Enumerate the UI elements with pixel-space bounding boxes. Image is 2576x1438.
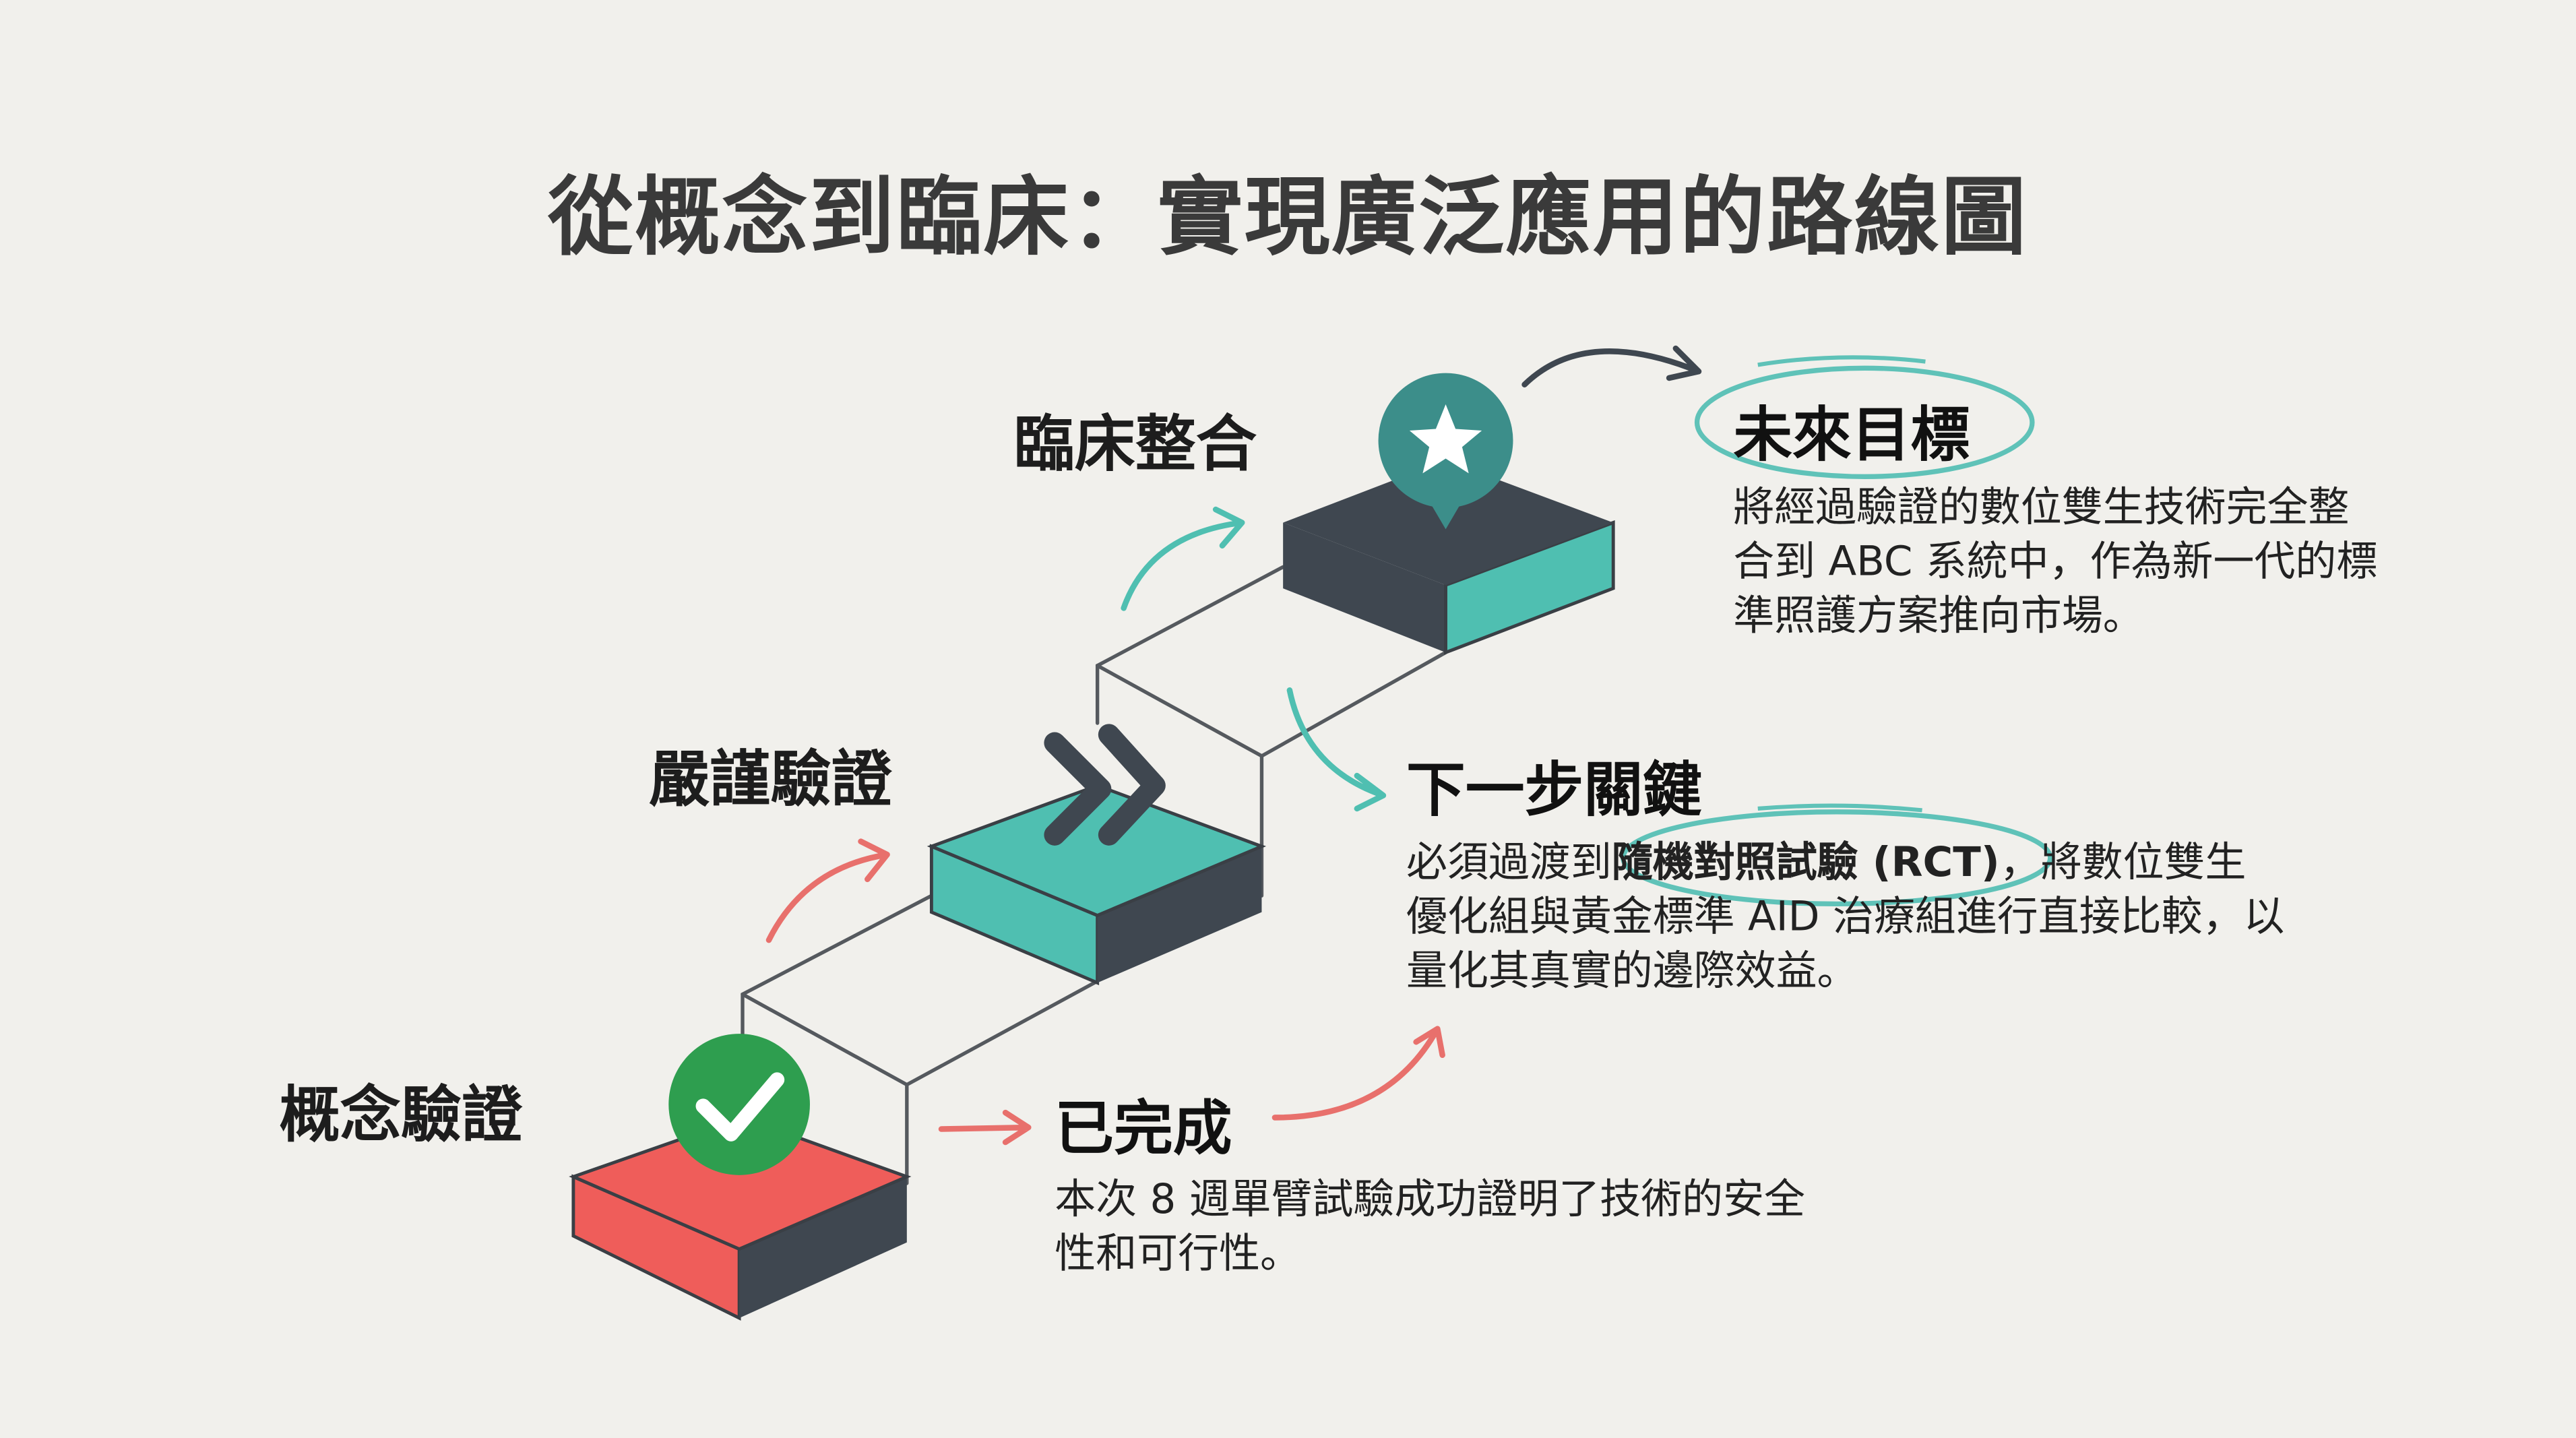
arrow-red-up-2 — [1271, 1026, 1445, 1121]
highlight-rct: 隨機對照試驗 (RCT) — [1611, 838, 2000, 886]
staircase-outline — [741, 565, 1448, 1185]
next-step-heading: 下一步關鍵 — [1406, 757, 1702, 825]
double-chevron-icon — [1044, 724, 1166, 846]
text-span: 必須過渡到 — [1406, 838, 1612, 886]
stage-label-proof-of-concept: 概念驗證 — [279, 1080, 523, 1151]
text-line: 合到 ABC 系統中，作為新一代的標 — [1733, 537, 2378, 586]
next-step-text: 必須過渡到隨機對照試驗 (RCT)，將數位雙生 優化組與黃金標準 AID 治療組… — [1406, 835, 2284, 997]
stage-block-validation — [926, 784, 1267, 986]
highlight-circle-future — [1694, 365, 2035, 479]
completed-heading: 已完成 — [1055, 1096, 1232, 1164]
text-line: 準照護方案推向市場。 — [1733, 592, 2144, 639]
highlight-circle-rct — [1621, 809, 2053, 907]
arrow-teal-up — [1121, 506, 1245, 611]
arrow-red-right — [938, 1109, 1032, 1146]
text-line: 將經過驗證的數位雙生技術完全整 — [1733, 483, 2350, 531]
text-line: 必須過渡到隨機對照試驗 (RCT)，將數位雙生 — [1406, 835, 2284, 889]
arrow-red-up-1 — [765, 838, 890, 943]
text-span: ，將數位雙生 — [1999, 838, 2247, 886]
arrow-teal-down — [1286, 687, 1387, 812]
text-line: 量化其真實的邊際效益。 — [1406, 946, 1858, 995]
text-line: 性和可行性。 — [1055, 1229, 1302, 1278]
star-pin-icon — [1378, 373, 1513, 530]
check-circle-icon — [668, 1034, 810, 1175]
future-text: 將經過驗證的數位雙生技術完全整 合到 ABC 系統中，作為新一代的標 準照護方案… — [1733, 480, 2377, 642]
stage-label-clinical-integration: 臨床整合 — [1013, 409, 1257, 480]
text-line: 優化組與黃金標準 AID 治療組進行直接比較，以 — [1406, 892, 2285, 941]
arrow-dark-right — [1521, 345, 1702, 387]
future-heading: 未來目標 — [1733, 402, 1970, 470]
page-title: 從概念到臨床：實現廣泛應用的路線圖 — [548, 169, 2028, 268]
completed-text: 本次 8 週單臂試驗成功證明了技術的安全 性和可行性。 — [1055, 1172, 1805, 1280]
text-line: 本次 8 週單臂試驗成功證明了技術的安全 — [1055, 1175, 1806, 1223]
stage-label-validation: 嚴謹驗證 — [649, 744, 892, 815]
